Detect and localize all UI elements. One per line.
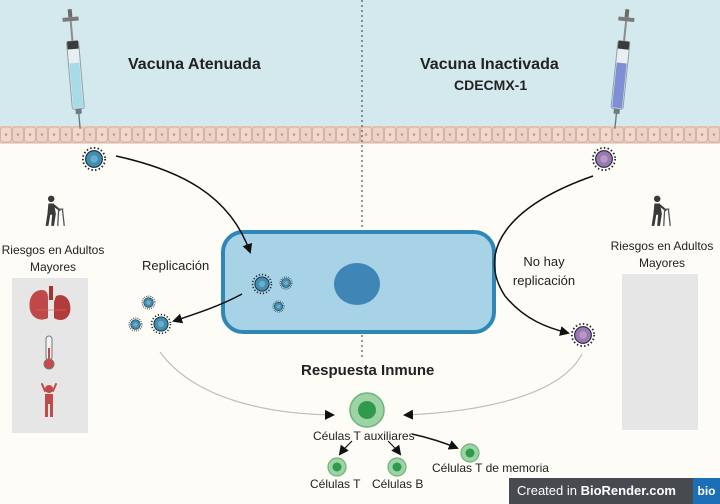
virus-icon: [150, 313, 172, 335]
right-risk-label-line1: Riesgos en Adultos: [610, 239, 714, 253]
arrow-cell-to-release: [172, 293, 243, 324]
lungs-icon: [29, 286, 71, 320]
t-cell: [327, 457, 347, 477]
arrow-left-to-helper: [159, 351, 335, 420]
helper-t-cell: [349, 392, 385, 428]
left-risk-label-line1: Riesgos en Adultos: [1, 243, 105, 257]
center-title: Respuesta Inmune: [301, 362, 435, 379]
right-risk-panel: [622, 274, 698, 430]
right-subtitle: CDECMX-1: [454, 77, 528, 93]
arrow-right-to-helper: [403, 353, 583, 420]
person-icon: [41, 383, 57, 417]
virus-icon: [141, 295, 156, 310]
left-risk-label: Riesgos en Adultos Mayores: [0, 242, 106, 276]
right-title: Vacuna Inactivada: [420, 56, 559, 73]
thermometer-icon: [43, 335, 55, 370]
right-risk-label-line2: Mayores: [638, 256, 685, 270]
arrow-helper-to-tcells: [338, 440, 353, 456]
tissue-band: [0, 126, 720, 143]
arrow-inactivated-to-virus: [493, 175, 594, 336]
elderly-person-icon: [650, 194, 672, 228]
left-title: Vacuna Atenuada: [128, 56, 261, 73]
memory-t-cell: [460, 443, 480, 463]
b-cell: [387, 457, 407, 477]
watermark-prefix: Created in: [517, 483, 581, 498]
host-cell-nucleus: [334, 263, 380, 305]
biorender-logo-icon: bio: [693, 478, 720, 504]
t-cells-label: Células T: [310, 477, 361, 491]
no-replication-label: No hay replicación: [504, 252, 584, 290]
right-risk-label: Riesgos en Adultos Mayores: [604, 238, 720, 272]
arrow-helper-to-memory: [411, 433, 459, 450]
b-cells-label: Células B: [372, 477, 424, 491]
no-replication-line1: No hay: [523, 254, 565, 269]
elderly-person-icon: [44, 194, 66, 228]
virus-icon: [128, 317, 143, 332]
arrow-helper-to-bcells: [387, 440, 402, 456]
virus-icon: [570, 322, 596, 348]
replication-label: Replicación: [142, 258, 210, 273]
memory-t-cells-label: Células T de memoria: [432, 461, 549, 475]
arrow-virus-to-cell: [115, 155, 253, 254]
helper-t-cell-label: Céulas T auxiliares: [313, 429, 415, 443]
no-replication-line2: replicación: [512, 273, 576, 288]
biorender-watermark[interactable]: Created in BioRender.com bio: [509, 478, 720, 504]
virus-icon: [81, 146, 107, 172]
watermark-brand: BioRender.com: [580, 483, 676, 498]
sky-band: [0, 0, 720, 128]
virus-icon: [591, 146, 617, 172]
left-risk-label-line2: Mayores: [29, 260, 76, 274]
